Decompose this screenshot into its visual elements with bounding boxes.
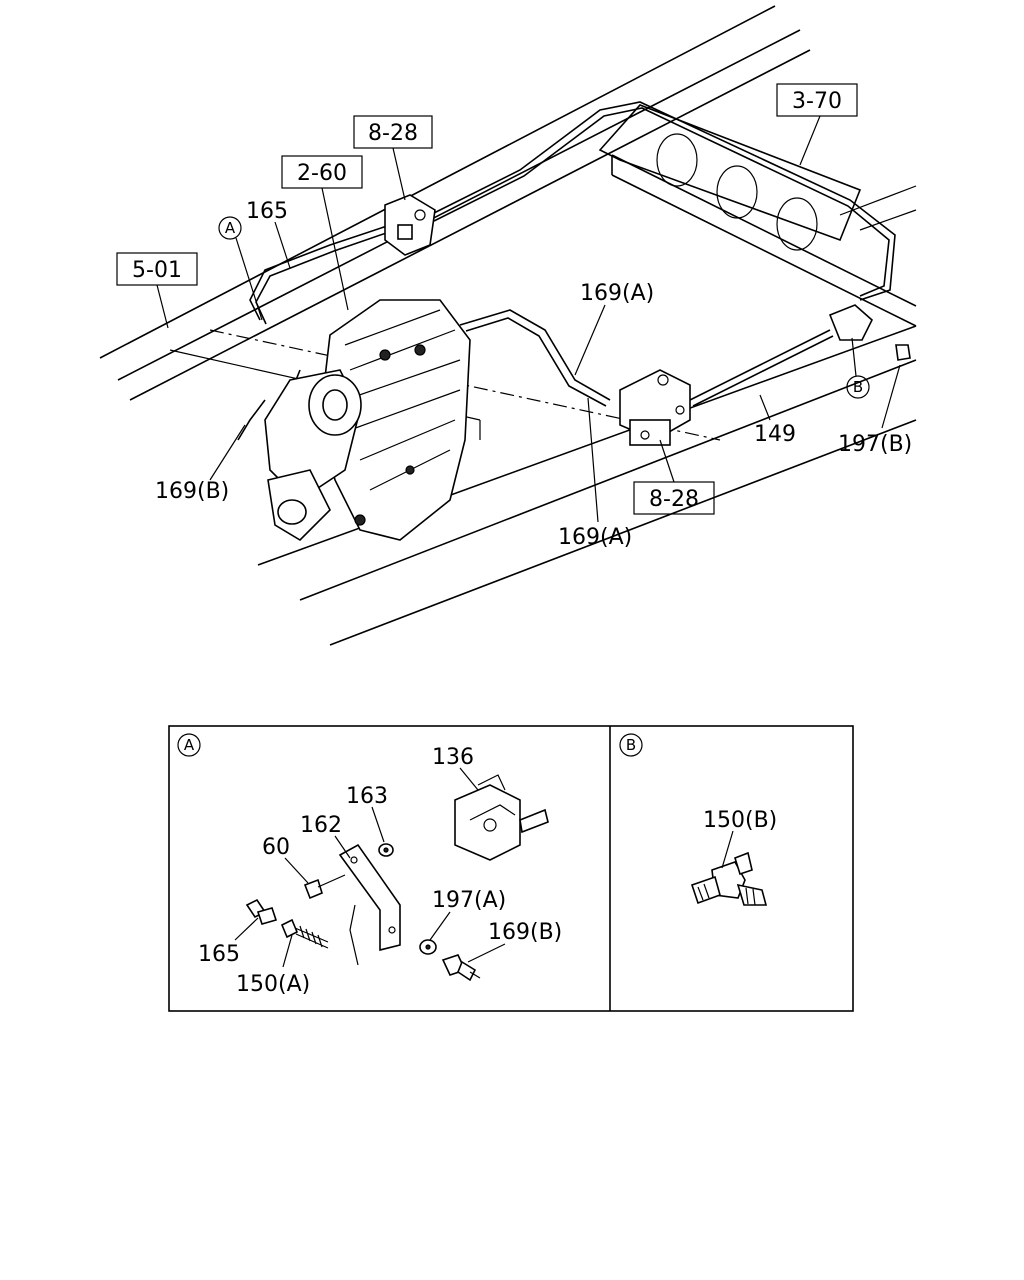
- part-150a: [280, 918, 329, 949]
- part-150b: [690, 851, 768, 906]
- ref-5-01-text: 5-01: [132, 258, 182, 283]
- label-149: 149: [754, 422, 796, 447]
- marker-a-main-text: A: [225, 219, 236, 237]
- label-150a: 150(A): [236, 972, 310, 997]
- label-60: 60: [262, 835, 290, 860]
- marker-b-main-text: B: [853, 378, 863, 396]
- marker-b-main: B: [846, 337, 870, 399]
- ref-box-8-28-bottom: 8-28: [633, 439, 715, 515]
- label-136: 136: [432, 745, 474, 770]
- detail-a-marker: A: [184, 736, 195, 754]
- ref-8-28-bottom-text: 8-28: [649, 487, 699, 512]
- ref-2-60-text: 2-60: [297, 161, 347, 186]
- part-136: [454, 774, 549, 861]
- label-169a-top: 169(A): [580, 281, 654, 306]
- ref-3-70-text: 3-70: [792, 89, 842, 114]
- label-197a: 197(A): [432, 888, 506, 913]
- label-150b: 150(B): [703, 808, 777, 833]
- cross-member: [598, 104, 862, 251]
- label-163: 163: [346, 784, 388, 809]
- detail-b-marker: B: [626, 736, 636, 754]
- part-169b-detail: [441, 954, 481, 982]
- detail-frame: [168, 725, 854, 1012]
- tee-fitting-right: [828, 304, 911, 361]
- junction-block-top: [384, 194, 436, 256]
- part-60: [303, 874, 346, 900]
- label-169b-detail: 169(B): [488, 920, 562, 945]
- marker-a-main: A: [218, 216, 263, 321]
- label-197b: 197(B): [838, 432, 912, 457]
- detail-b: B 150(B): [619, 733, 777, 906]
- label-169a-bottom: 169(A): [558, 525, 632, 550]
- valve-block: [619, 369, 691, 446]
- ref-box-5-01: 5-01: [116, 252, 198, 329]
- ref-box-8-28-top: 8-28: [353, 115, 433, 201]
- transfer-case: [264, 299, 471, 542]
- ref-box-2-60: 2-60: [281, 155, 363, 311]
- ref-8-28-top-text: 8-28: [368, 121, 418, 146]
- part-197a: [419, 939, 437, 955]
- part-163: [378, 843, 394, 857]
- part-162: [338, 843, 401, 966]
- label-162: 162: [300, 813, 342, 838]
- part-165-detail: [245, 898, 278, 925]
- label-165: 165: [246, 199, 288, 224]
- detail-a: A 136 162 163 60: [177, 733, 562, 997]
- ref-box-3-70: 3-70: [776, 83, 858, 166]
- label-169b: 169(B): [155, 479, 229, 504]
- label-165-detail: 165: [198, 942, 240, 967]
